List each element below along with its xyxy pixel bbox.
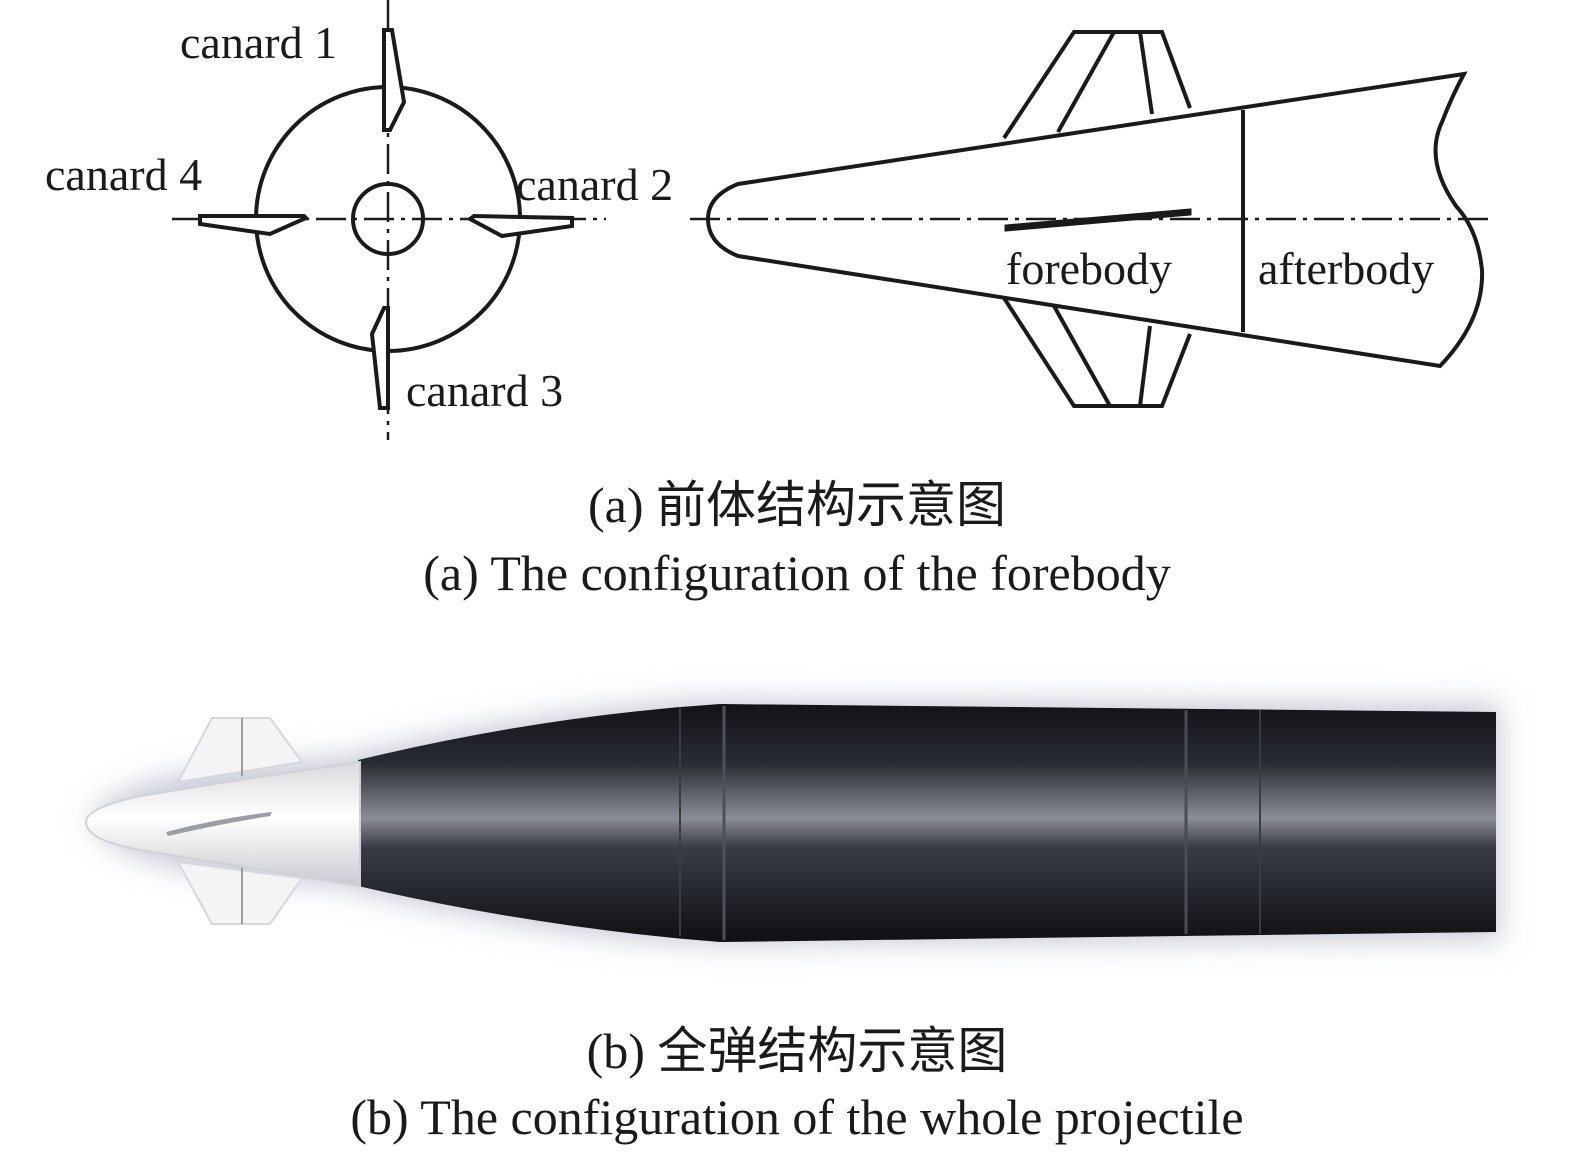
caption-a-chinese: (a) 前体结构示意图 — [588, 477, 1006, 533]
lower-fin-line-1 — [1052, 305, 1112, 407]
render-upper-fin — [176, 717, 304, 784]
canard-3-label: canard 3 — [406, 365, 563, 416]
lower-fin-line-2 — [1138, 325, 1152, 407]
render-nose-canard — [166, 812, 272, 836]
canard-4-shape — [198, 214, 310, 237]
upper-fin-line-2 — [1138, 31, 1154, 115]
upper-fin-line-1 — [1056, 31, 1116, 133]
whole-projectile-render — [70, 656, 1522, 990]
caption-b-english: (b) The configuration of the whole proje… — [350, 1089, 1243, 1145]
render-lower-fin — [176, 860, 304, 925]
front-view-diagram: canard 1 canard 4 canard 2 canard 3 — [45, 0, 673, 440]
canard-2-label: canard 2 — [516, 159, 673, 210]
caption-b-chinese: (b) 全弹结构示意图 — [587, 1023, 1008, 1079]
caption-a-english: (a) The configuration of the forebody — [423, 545, 1170, 601]
canard-1-shape — [382, 28, 407, 132]
afterbody-label: afterbody — [1258, 243, 1434, 294]
render-dark-body — [358, 704, 1496, 942]
canard-3-shape — [369, 306, 390, 410]
canard-1-label: canard 1 — [180, 17, 337, 68]
side-view-diagram: forebody afterbody — [690, 30, 1494, 408]
forebody-label: forebody — [1006, 243, 1172, 294]
side-canard-profile — [1004, 208, 1192, 232]
canard-2-shape — [466, 213, 574, 239]
hub-circle — [351, 182, 425, 256]
canard-4-label: canard 4 — [45, 149, 202, 200]
